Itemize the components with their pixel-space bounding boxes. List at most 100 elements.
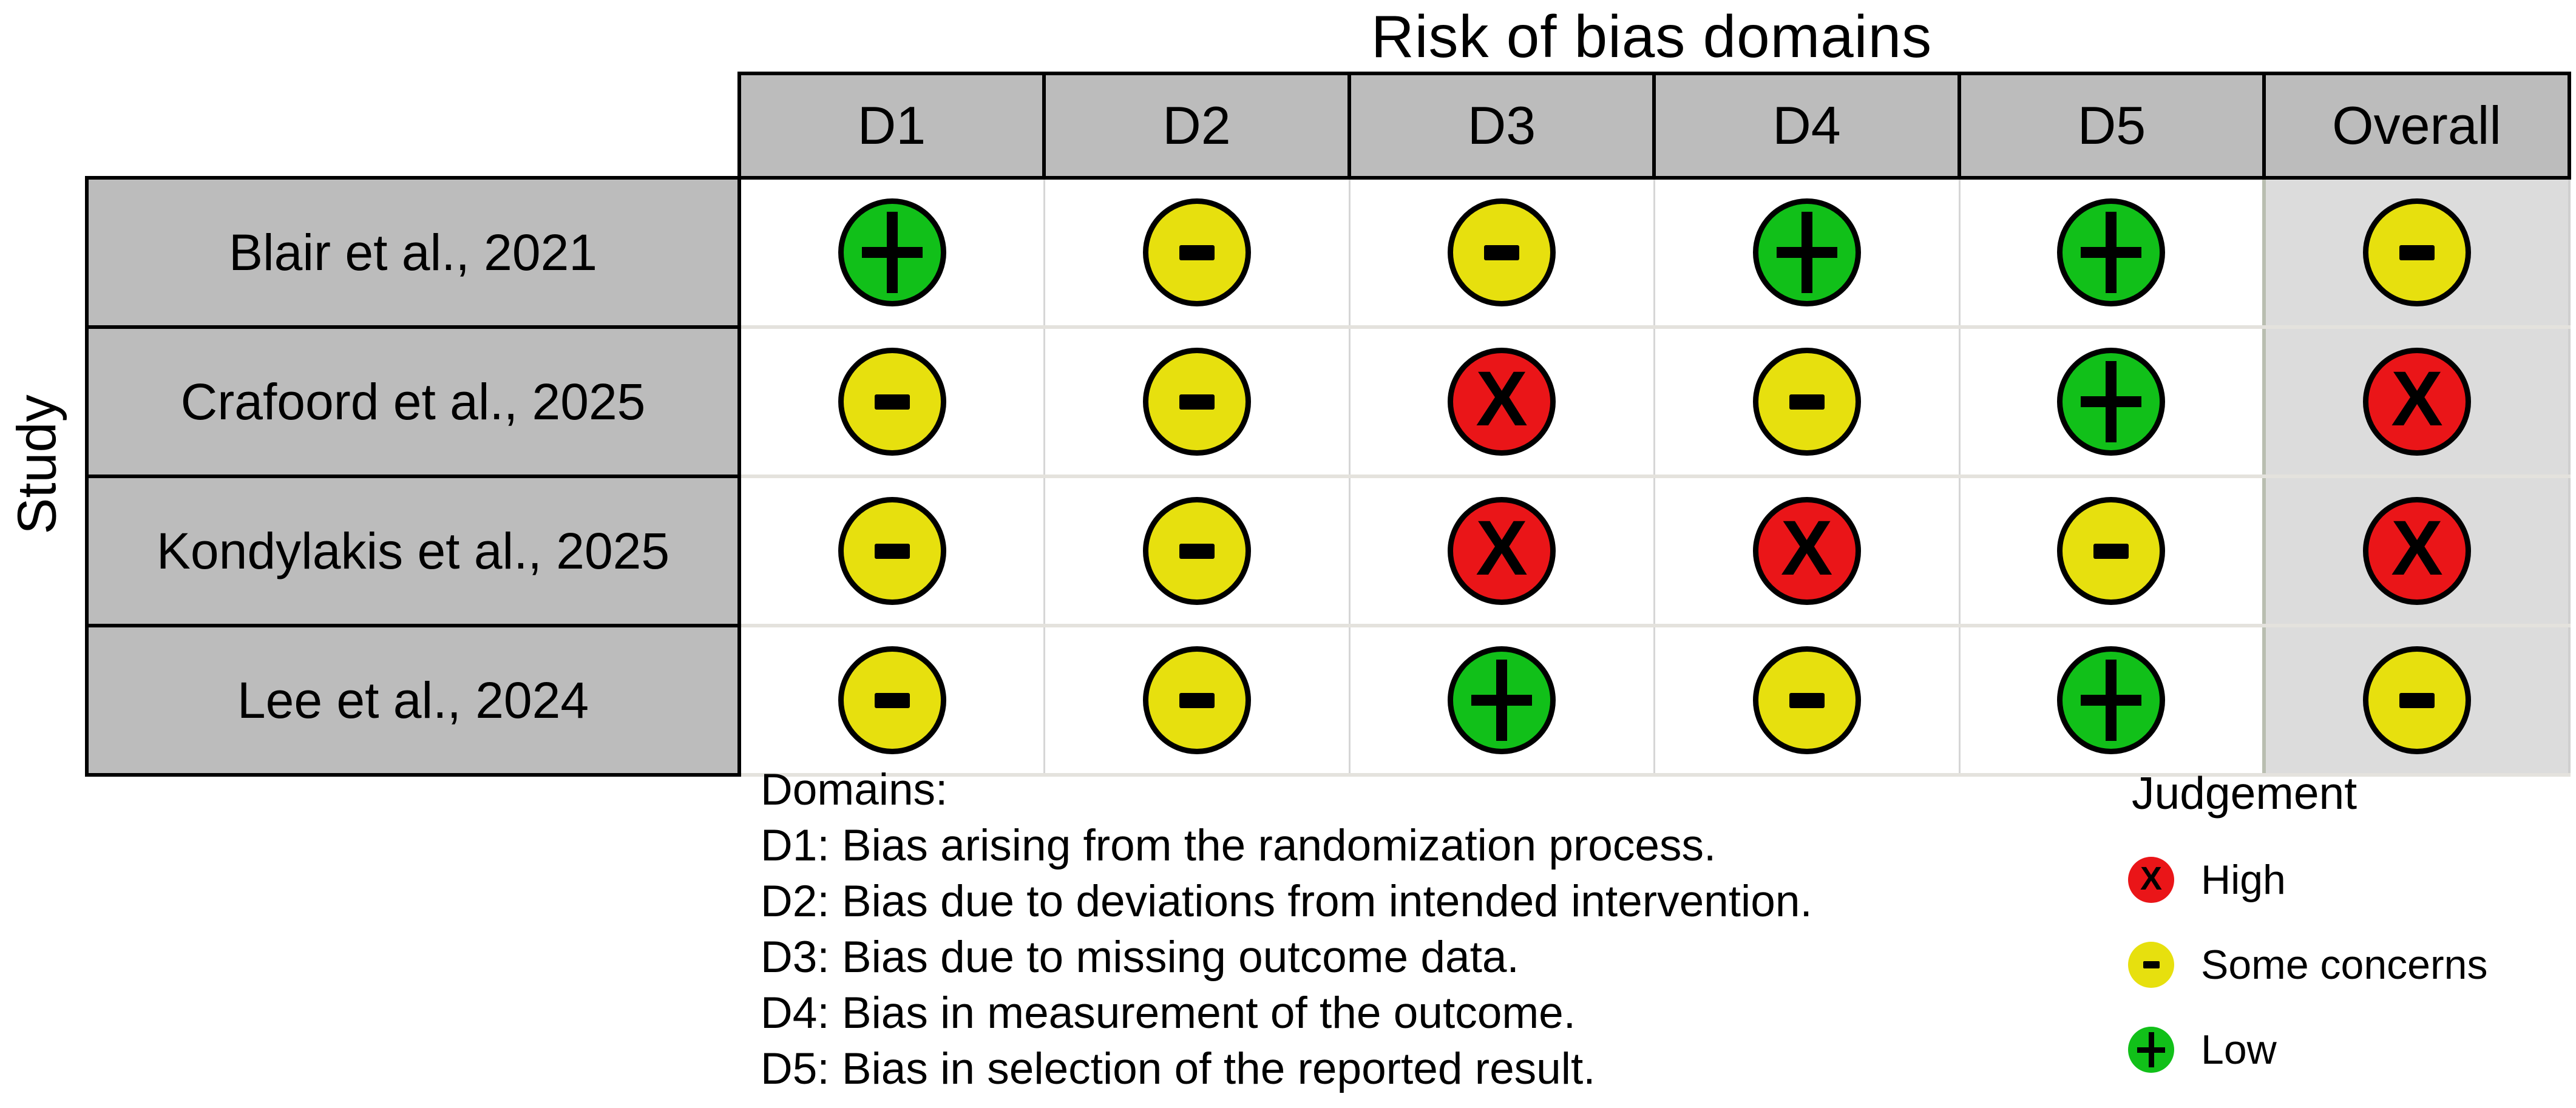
judgement-cell	[739, 626, 1045, 777]
table-row: Lee et al., 2024	[85, 624, 2571, 777]
minus-icon	[2093, 543, 2129, 559]
judgement-cell	[1044, 178, 1351, 329]
judgement-cell	[1044, 626, 1351, 777]
domain-note-line: D2: Bias due to deviations from intended…	[761, 876, 1812, 926]
judgement-circle-some	[1752, 348, 1861, 456]
judgement-circle-low	[2057, 646, 2166, 754]
table-row: Blair et al., 2021	[85, 176, 2571, 329]
minus-icon	[1179, 245, 1215, 260]
judgement-circle-some	[1142, 646, 1251, 754]
study-name-cell: Crafoord et al., 2025	[85, 325, 741, 478]
minus-icon	[1484, 245, 1519, 260]
judgement-circle-low	[1752, 198, 1861, 306]
plus-icon	[861, 212, 923, 293]
judgement-circle-some	[2363, 646, 2471, 754]
judgement-circle-high: X	[1448, 497, 1556, 605]
judgement-circle-some	[838, 348, 946, 456]
minus-icon	[1789, 394, 1825, 410]
judgement-circle-some	[1752, 646, 1861, 754]
domains-note: Domains: D1: Bias arising from the rando…	[761, 762, 1812, 1097]
legend-item-low: Low	[2128, 1025, 2487, 1074]
domain-note-line: D3: Bias due to missing outcome data.	[761, 932, 1519, 982]
minus-icon	[2399, 245, 2435, 260]
column-header-overall: Overall	[2262, 72, 2571, 180]
x-icon: X	[1476, 505, 1528, 592]
judgement-cell	[1654, 327, 1961, 478]
judgement-cell: X	[1349, 327, 1655, 478]
judgement-cell: X	[2264, 476, 2571, 627]
minus-icon	[874, 543, 910, 559]
corner-cell	[87, 73, 739, 178]
judgement-circle-high: X	[2363, 497, 2471, 605]
plus-icon	[2081, 660, 2142, 741]
judgement-circle-some	[838, 497, 946, 605]
column-header-d5: D5	[1957, 72, 2266, 180]
judgement-cell	[1959, 327, 2266, 478]
domain-note-line: D4: Bias in measurement of the outcome.	[761, 988, 1576, 1038]
column-header-d4: D4	[1652, 72, 1961, 180]
x-icon: X	[2391, 356, 2443, 442]
judgement-circle-some	[838, 646, 946, 754]
legend-item-high: X High	[2128, 856, 2487, 904]
judgement-circle-low	[2057, 198, 2166, 306]
judgement-circle-high: X	[2363, 348, 2471, 456]
figure-title: Risk of bias domains	[1371, 3, 1933, 70]
minus-icon	[1179, 692, 1215, 708]
minus-icon	[1179, 543, 1215, 559]
judgement-circle-some	[2057, 497, 2166, 605]
legend-label: Some concerns	[2201, 942, 2488, 988]
judgement-cell	[739, 327, 1045, 478]
x-icon: X	[2140, 860, 2163, 897]
judgement-circle-high: X	[1752, 497, 1861, 605]
judgement-cell: X	[2264, 327, 2571, 478]
judgement-circle-some	[1142, 348, 1251, 456]
judgement-cell	[2264, 178, 2571, 329]
judgement-circle-some	[2363, 198, 2471, 306]
minus-icon	[874, 394, 910, 410]
judgement-cell	[739, 476, 1045, 627]
judgement-cell	[1044, 476, 1351, 627]
judgement-circle-high: X	[1448, 348, 1556, 456]
legend-label: High	[2201, 857, 2286, 903]
judgement-circle-low	[2128, 1027, 2174, 1073]
legend-label: Low	[2201, 1027, 2277, 1073]
judgement-cell	[1959, 626, 2266, 777]
table-row: Crafoord et al., 2025 X X	[85, 325, 2571, 478]
x-icon: X	[2391, 505, 2443, 592]
judgement-cell	[1349, 626, 1655, 777]
judgement-cell	[1349, 178, 1655, 329]
minus-icon	[2143, 961, 2160, 968]
plus-icon	[1776, 212, 1837, 293]
judgement-cell	[1959, 178, 2266, 329]
x-icon: X	[1476, 356, 1528, 442]
judgement-circle-some	[1142, 497, 1251, 605]
study-axis-label: Study	[7, 394, 68, 535]
minus-icon	[1179, 394, 1215, 410]
judgement-cell	[1654, 178, 1961, 329]
minus-icon	[2399, 692, 2435, 708]
column-header-d3: D3	[1347, 72, 1656, 180]
column-header-d2: D2	[1042, 72, 1351, 180]
plus-icon	[1471, 660, 1532, 741]
judgement-cell: X	[1654, 476, 1961, 627]
domain-note-line: D1: Bias arising from the randomization …	[761, 820, 1717, 870]
judgement-cell	[1044, 327, 1351, 478]
plus-icon	[2137, 1032, 2165, 1067]
judgement-cell: X	[1349, 476, 1655, 627]
table-row: Kondylakis et al., 2025 X X X	[85, 475, 2571, 627]
study-name-cell: Kondylakis et al., 2025	[85, 475, 741, 627]
study-name-cell: Lee et al., 2024	[85, 624, 741, 777]
judgement-circle-low	[838, 198, 946, 306]
minus-icon	[874, 692, 910, 708]
legend-title: Judgement	[2132, 768, 2357, 819]
domains-heading: Domains:	[761, 765, 948, 814]
judgement-circle-high: X	[2128, 857, 2174, 903]
judgement-cell	[739, 178, 1045, 329]
judgement-circle-low	[2057, 348, 2166, 456]
judgement-circle-some	[1448, 198, 1556, 306]
